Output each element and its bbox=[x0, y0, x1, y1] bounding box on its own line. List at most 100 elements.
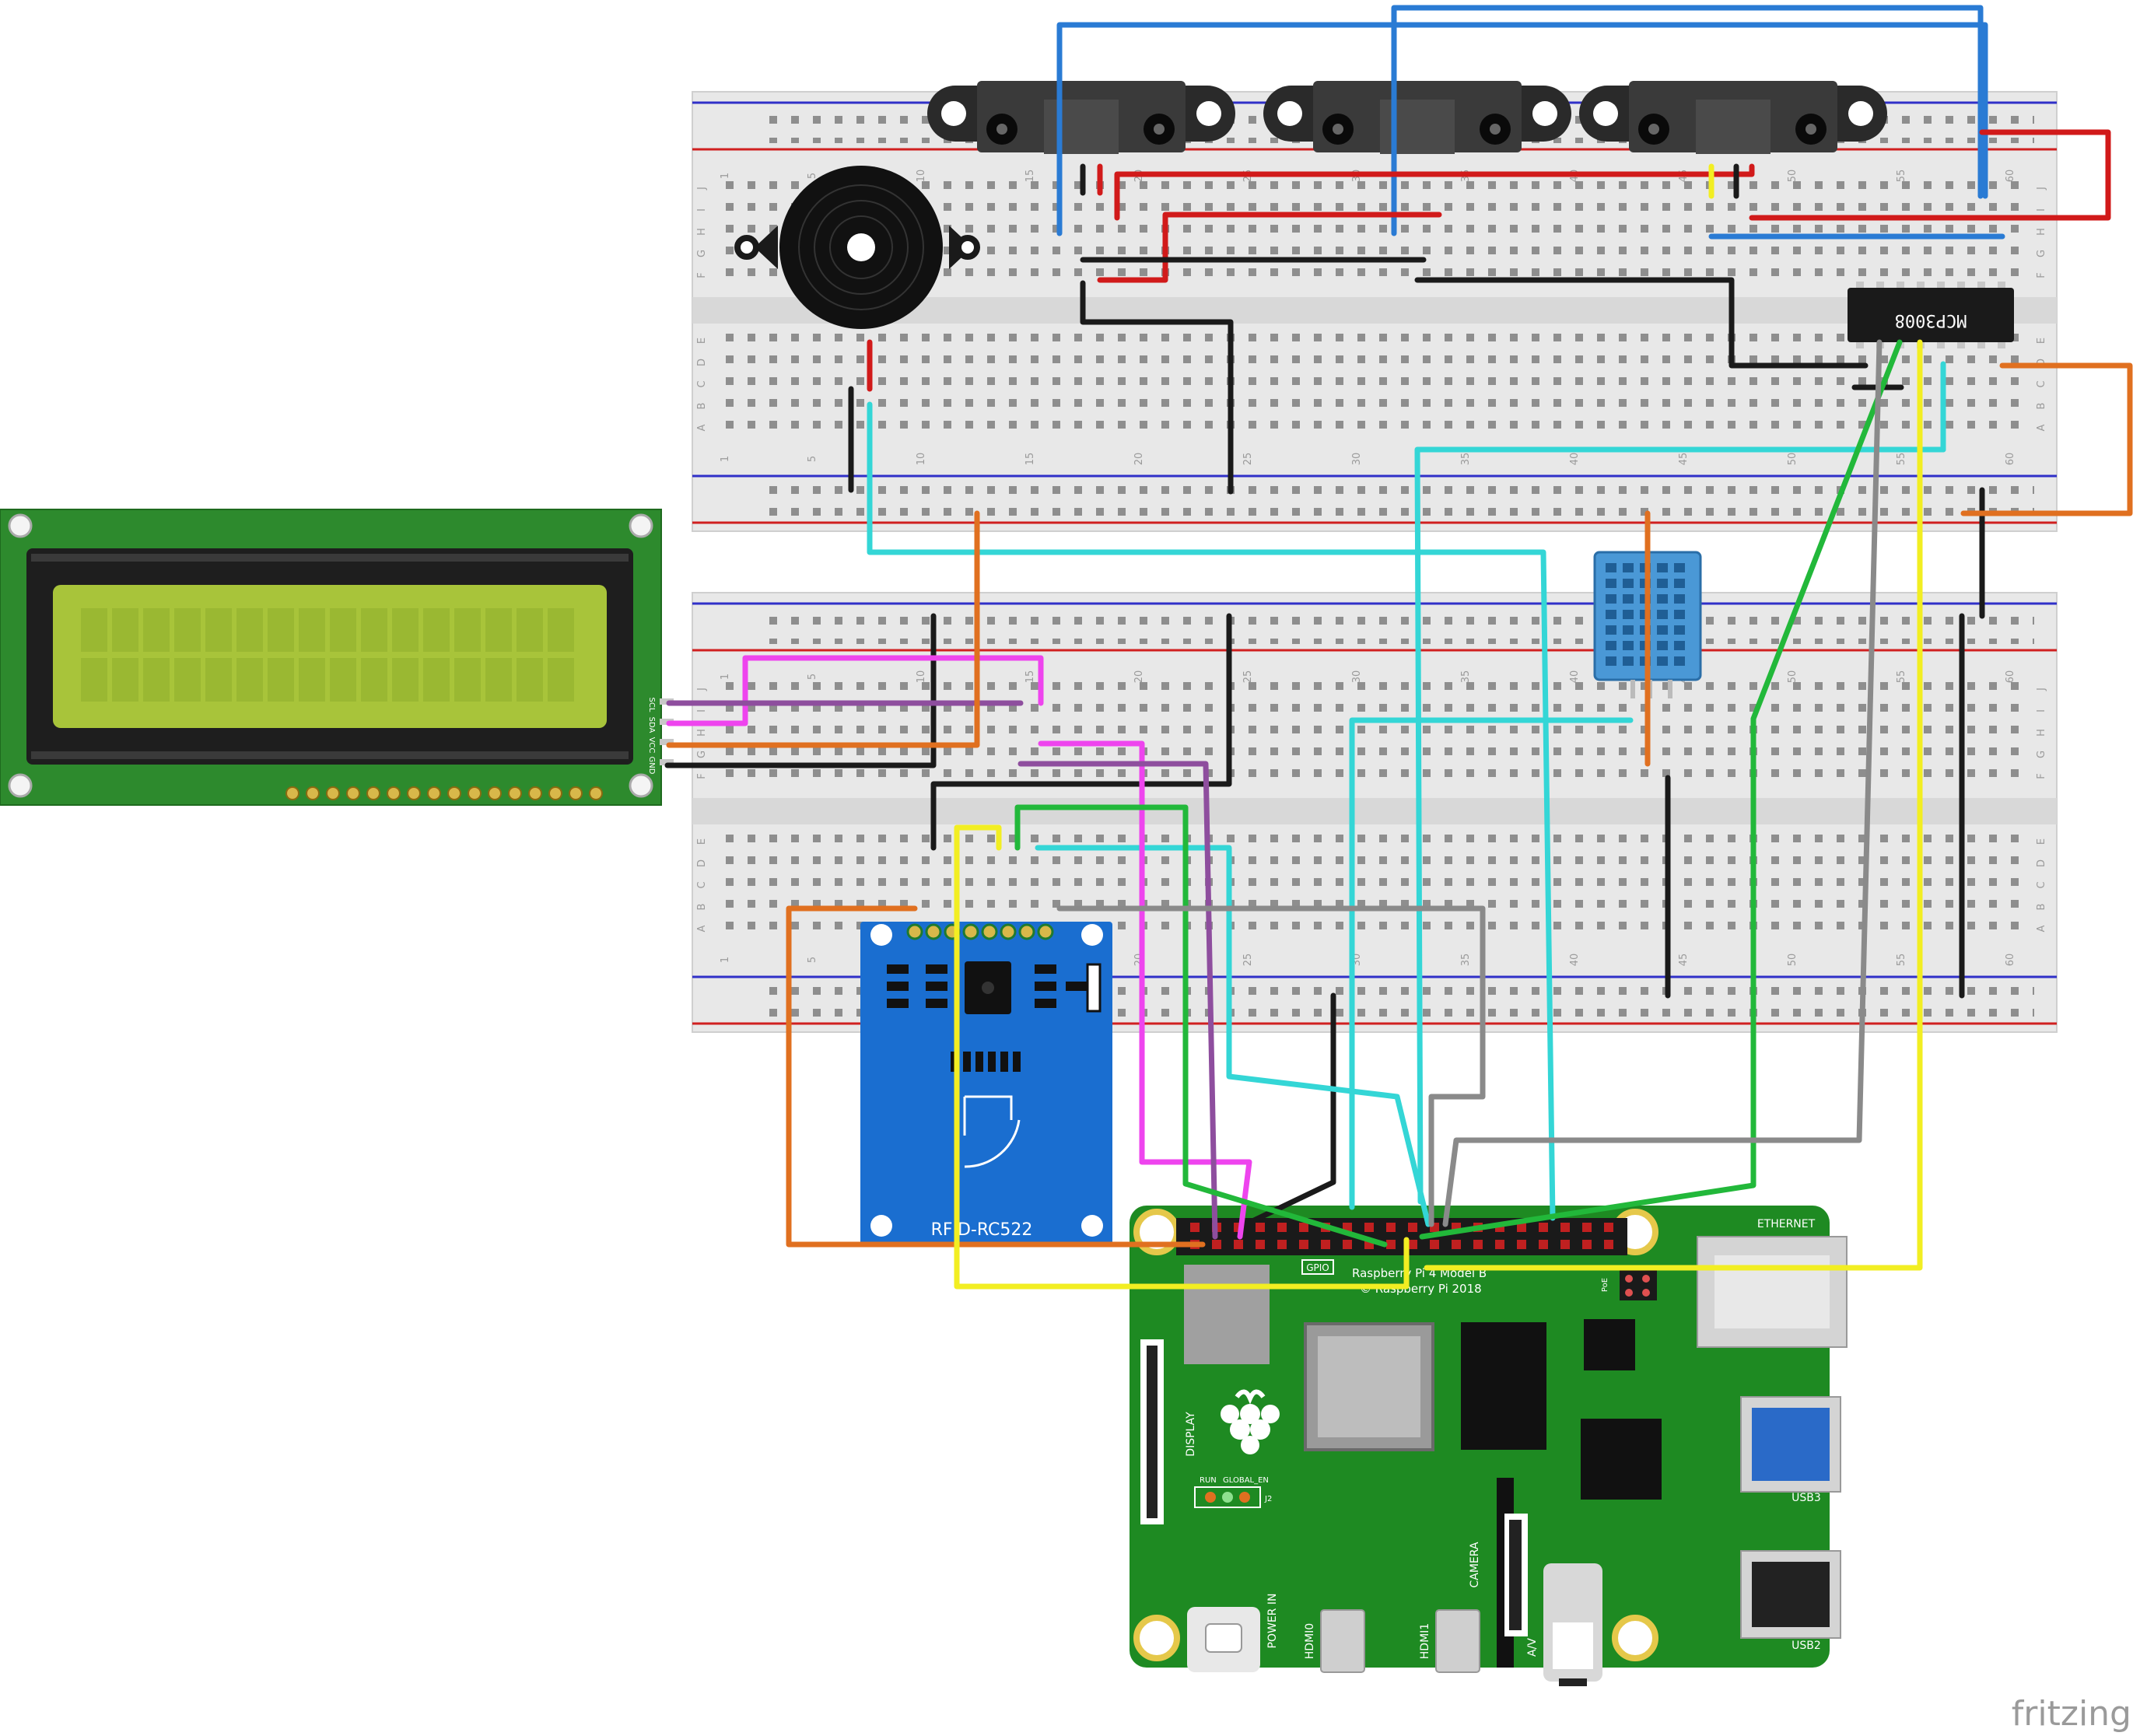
gpio-pins bbox=[1190, 1223, 1613, 1249]
lcd-char-cell bbox=[392, 608, 419, 652]
breadboard-column-number: 15 bbox=[1024, 670, 1036, 684]
wire-black bbox=[1249, 992, 1336, 1224]
dht-grille-slot bbox=[1606, 594, 1616, 604]
lcd-char-cell bbox=[268, 608, 294, 652]
breadboard-column-number: 60 bbox=[2005, 453, 2016, 466]
wire-blue bbox=[1391, 5, 1984, 236]
gpio-pin bbox=[1582, 1240, 1592, 1249]
breadboard-row-label: G bbox=[696, 751, 708, 758]
lcd-header-pin bbox=[285, 786, 299, 800]
pi-camera-label: CAMERA bbox=[1469, 1542, 1481, 1587]
gpio-pin bbox=[1430, 1240, 1439, 1249]
ultrasonic-sensors bbox=[927, 81, 1887, 154]
lcd-header-pin bbox=[508, 786, 522, 800]
lcd-char-cell bbox=[143, 608, 170, 652]
breadboard-column-number: 35 bbox=[1460, 670, 1472, 684]
breadboard-column-number: 30 bbox=[1351, 670, 1363, 684]
breadboard-row-label: F bbox=[696, 272, 708, 278]
dht-grille-slot bbox=[1606, 656, 1616, 666]
dht-grille-slot bbox=[1606, 563, 1616, 572]
gpio-pin bbox=[1386, 1240, 1396, 1249]
dht-grille-slot bbox=[1606, 625, 1616, 635]
lcd-char-cell bbox=[205, 658, 232, 702]
gpio-pin bbox=[1495, 1240, 1504, 1249]
dht-grille-slot bbox=[1674, 579, 1685, 588]
mcp-pin bbox=[1856, 342, 1864, 348]
breadboard-row-label: J bbox=[696, 688, 708, 691]
lcd-char-cell bbox=[81, 658, 107, 702]
breadboard-column-number: 5 bbox=[807, 456, 818, 462]
lcd-pin-scl: SCL bbox=[647, 698, 656, 712]
dht-grille-slot bbox=[1657, 656, 1668, 666]
breadboard-column-number: 30 bbox=[1351, 453, 1363, 466]
lcd-char-cell bbox=[423, 608, 450, 652]
breadboard-column-number: 55 bbox=[1896, 170, 1907, 183]
wire-cyan bbox=[1035, 845, 1431, 1227]
wire-cyan bbox=[1414, 446, 1946, 1205]
wire-purple bbox=[1017, 761, 1218, 1240]
lcd-char-cell bbox=[330, 608, 356, 652]
breadboard-row-label: E bbox=[2036, 838, 2047, 845]
breadboard-row-label: D bbox=[696, 359, 708, 366]
rfid-smd-part bbox=[887, 964, 909, 974]
breadboard-column-number: 10 bbox=[916, 670, 927, 684]
breadboard-column-number: 5 bbox=[807, 173, 818, 179]
breadboard-column-number: 50 bbox=[1787, 670, 1799, 684]
dht-grille-slot bbox=[1674, 610, 1685, 619]
lcd-i2c-pin bbox=[660, 698, 674, 705]
breadboard-row-label: I bbox=[696, 208, 708, 212]
breadboard-row-label: D bbox=[696, 859, 708, 867]
breadboard-column-number: 15 bbox=[1024, 453, 1036, 466]
breadboard-column-number: 40 bbox=[1569, 453, 1581, 466]
breadboard-row-label: D bbox=[2036, 359, 2047, 366]
wire-black bbox=[664, 613, 937, 768]
wire-cyan bbox=[1349, 717, 1634, 1210]
mcp-pin bbox=[1957, 342, 1965, 348]
dht-grille-slot bbox=[1623, 579, 1634, 588]
dht-grille-slot bbox=[1623, 641, 1634, 650]
rfid-smd-part bbox=[926, 964, 947, 974]
breadboard-row-label: C bbox=[696, 380, 708, 387]
lcd-screen bbox=[53, 585, 607, 728]
breadboard-row-label: F bbox=[2036, 272, 2047, 278]
breadboard-row-label: H bbox=[696, 729, 708, 737]
breadboard-column-number: 60 bbox=[2005, 170, 2016, 183]
breadboard-column-number: 10 bbox=[916, 170, 927, 183]
breadboard-row-label: I bbox=[696, 709, 708, 712]
breadboard-column-number: 55 bbox=[1896, 954, 1907, 967]
breadboard-row-label: C bbox=[2036, 881, 2047, 888]
mcp-pin bbox=[1897, 282, 1904, 288]
dht-grille-slot bbox=[1606, 579, 1616, 588]
lcd-header-pin bbox=[407, 786, 421, 800]
breadboard-row-label: H bbox=[2036, 729, 2047, 737]
rfid-header-pin bbox=[906, 923, 923, 940]
breadboard-row-label: B bbox=[696, 403, 708, 410]
gpio-pin bbox=[1452, 1240, 1461, 1249]
rfid-smd-part bbox=[926, 999, 947, 1008]
pi-gpio-label: GPIO bbox=[1306, 1262, 1329, 1273]
breadboard-row-label: J bbox=[2036, 688, 2047, 691]
lcd-header-pin bbox=[427, 786, 441, 800]
breadboard-column-number: 35 bbox=[1460, 453, 1472, 466]
rfid-header-pin bbox=[1000, 923, 1017, 940]
gpio-pin bbox=[1604, 1240, 1613, 1249]
lcd-char-cell bbox=[517, 608, 543, 652]
breadboard-row-label: I bbox=[2036, 709, 2047, 712]
gpio-pin bbox=[1299, 1223, 1308, 1232]
lcd-i2c-pin bbox=[660, 719, 674, 725]
dht-grille-slot bbox=[1623, 563, 1634, 572]
breadboard-column-number: 20 bbox=[1133, 670, 1145, 684]
gpio-pin bbox=[1386, 1223, 1396, 1232]
lcd-char-cell bbox=[548, 608, 574, 652]
wire-green bbox=[1014, 804, 1388, 1248]
rfid-reader: RFID-RC522 bbox=[860, 922, 1112, 1245]
rfid-label: RFID-RC522 bbox=[931, 1220, 1033, 1240]
lcd-pin-sda: SDA bbox=[647, 717, 656, 733]
breadboard-row-label: I bbox=[2036, 208, 2047, 212]
breadboard-column-number: 50 bbox=[1787, 453, 1799, 466]
fritzing-watermark: fritzing bbox=[2012, 1694, 2131, 1734]
gpio-pin bbox=[1473, 1240, 1483, 1249]
lcd-header-pin bbox=[366, 786, 380, 800]
breadboard-row-label: B bbox=[2036, 403, 2047, 410]
breadboard-column-number: 60 bbox=[2005, 954, 2016, 967]
